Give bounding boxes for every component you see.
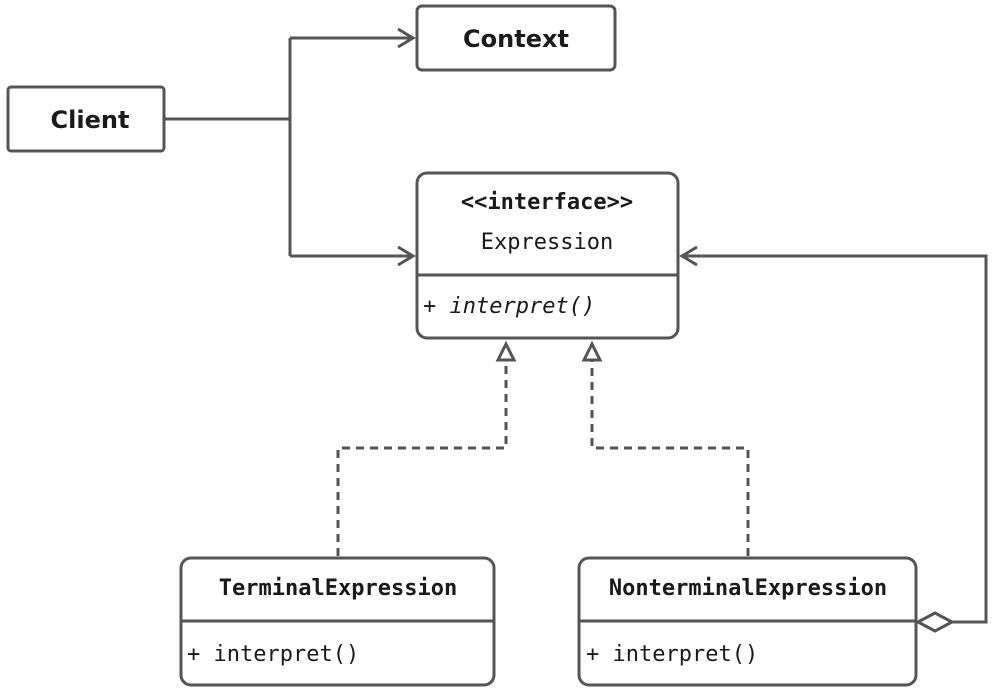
expression-arrow-icon: [397, 245, 416, 267]
client-associations: [164, 27, 416, 267]
realization-edges: [336, 340, 750, 556]
context-box: [415, 4, 617, 72]
nonterminal-expression-method: + interpret(): [586, 642, 758, 667]
expression-name: Expression: [481, 230, 613, 255]
terminal-expression-node: TerminalExpression + interpret(): [179, 556, 496, 687]
nonterminal-expression-node: NonterminalExpression + interpret(): [577, 556, 918, 687]
nonterminal-realization-edge: [590, 360, 750, 556]
terminal-expression-name: TerminalExpression: [219, 576, 457, 601]
client-label: Client: [51, 106, 130, 134]
nonterminal-realization-triangle-icon: [581, 340, 603, 362]
aggregation-edge-group: [679, 245, 988, 633]
terminal-expression-method: + interpret(): [187, 642, 359, 667]
client-node: Client: [6, 85, 166, 153]
expression-stereotype: <<interface>>: [461, 190, 633, 215]
context-node: Context: [415, 4, 617, 72]
aggregation-diamond-icon: [914, 611, 956, 633]
context-arrow-icon: [397, 27, 416, 49]
context-label: Context: [463, 25, 569, 53]
terminal-realization-triangle-icon: [495, 340, 517, 362]
expression-method: + interpret(): [423, 294, 595, 319]
aggregation-arrow-icon: [679, 245, 698, 267]
nonterminal-expression-name: NonterminalExpression: [609, 576, 887, 601]
expression-node: <<interface>> Expression + interpret(): [415, 171, 680, 340]
terminal-realization-edge: [336, 360, 508, 556]
aggregation-edge: [684, 254, 988, 624]
expression-box: [415, 171, 680, 340]
